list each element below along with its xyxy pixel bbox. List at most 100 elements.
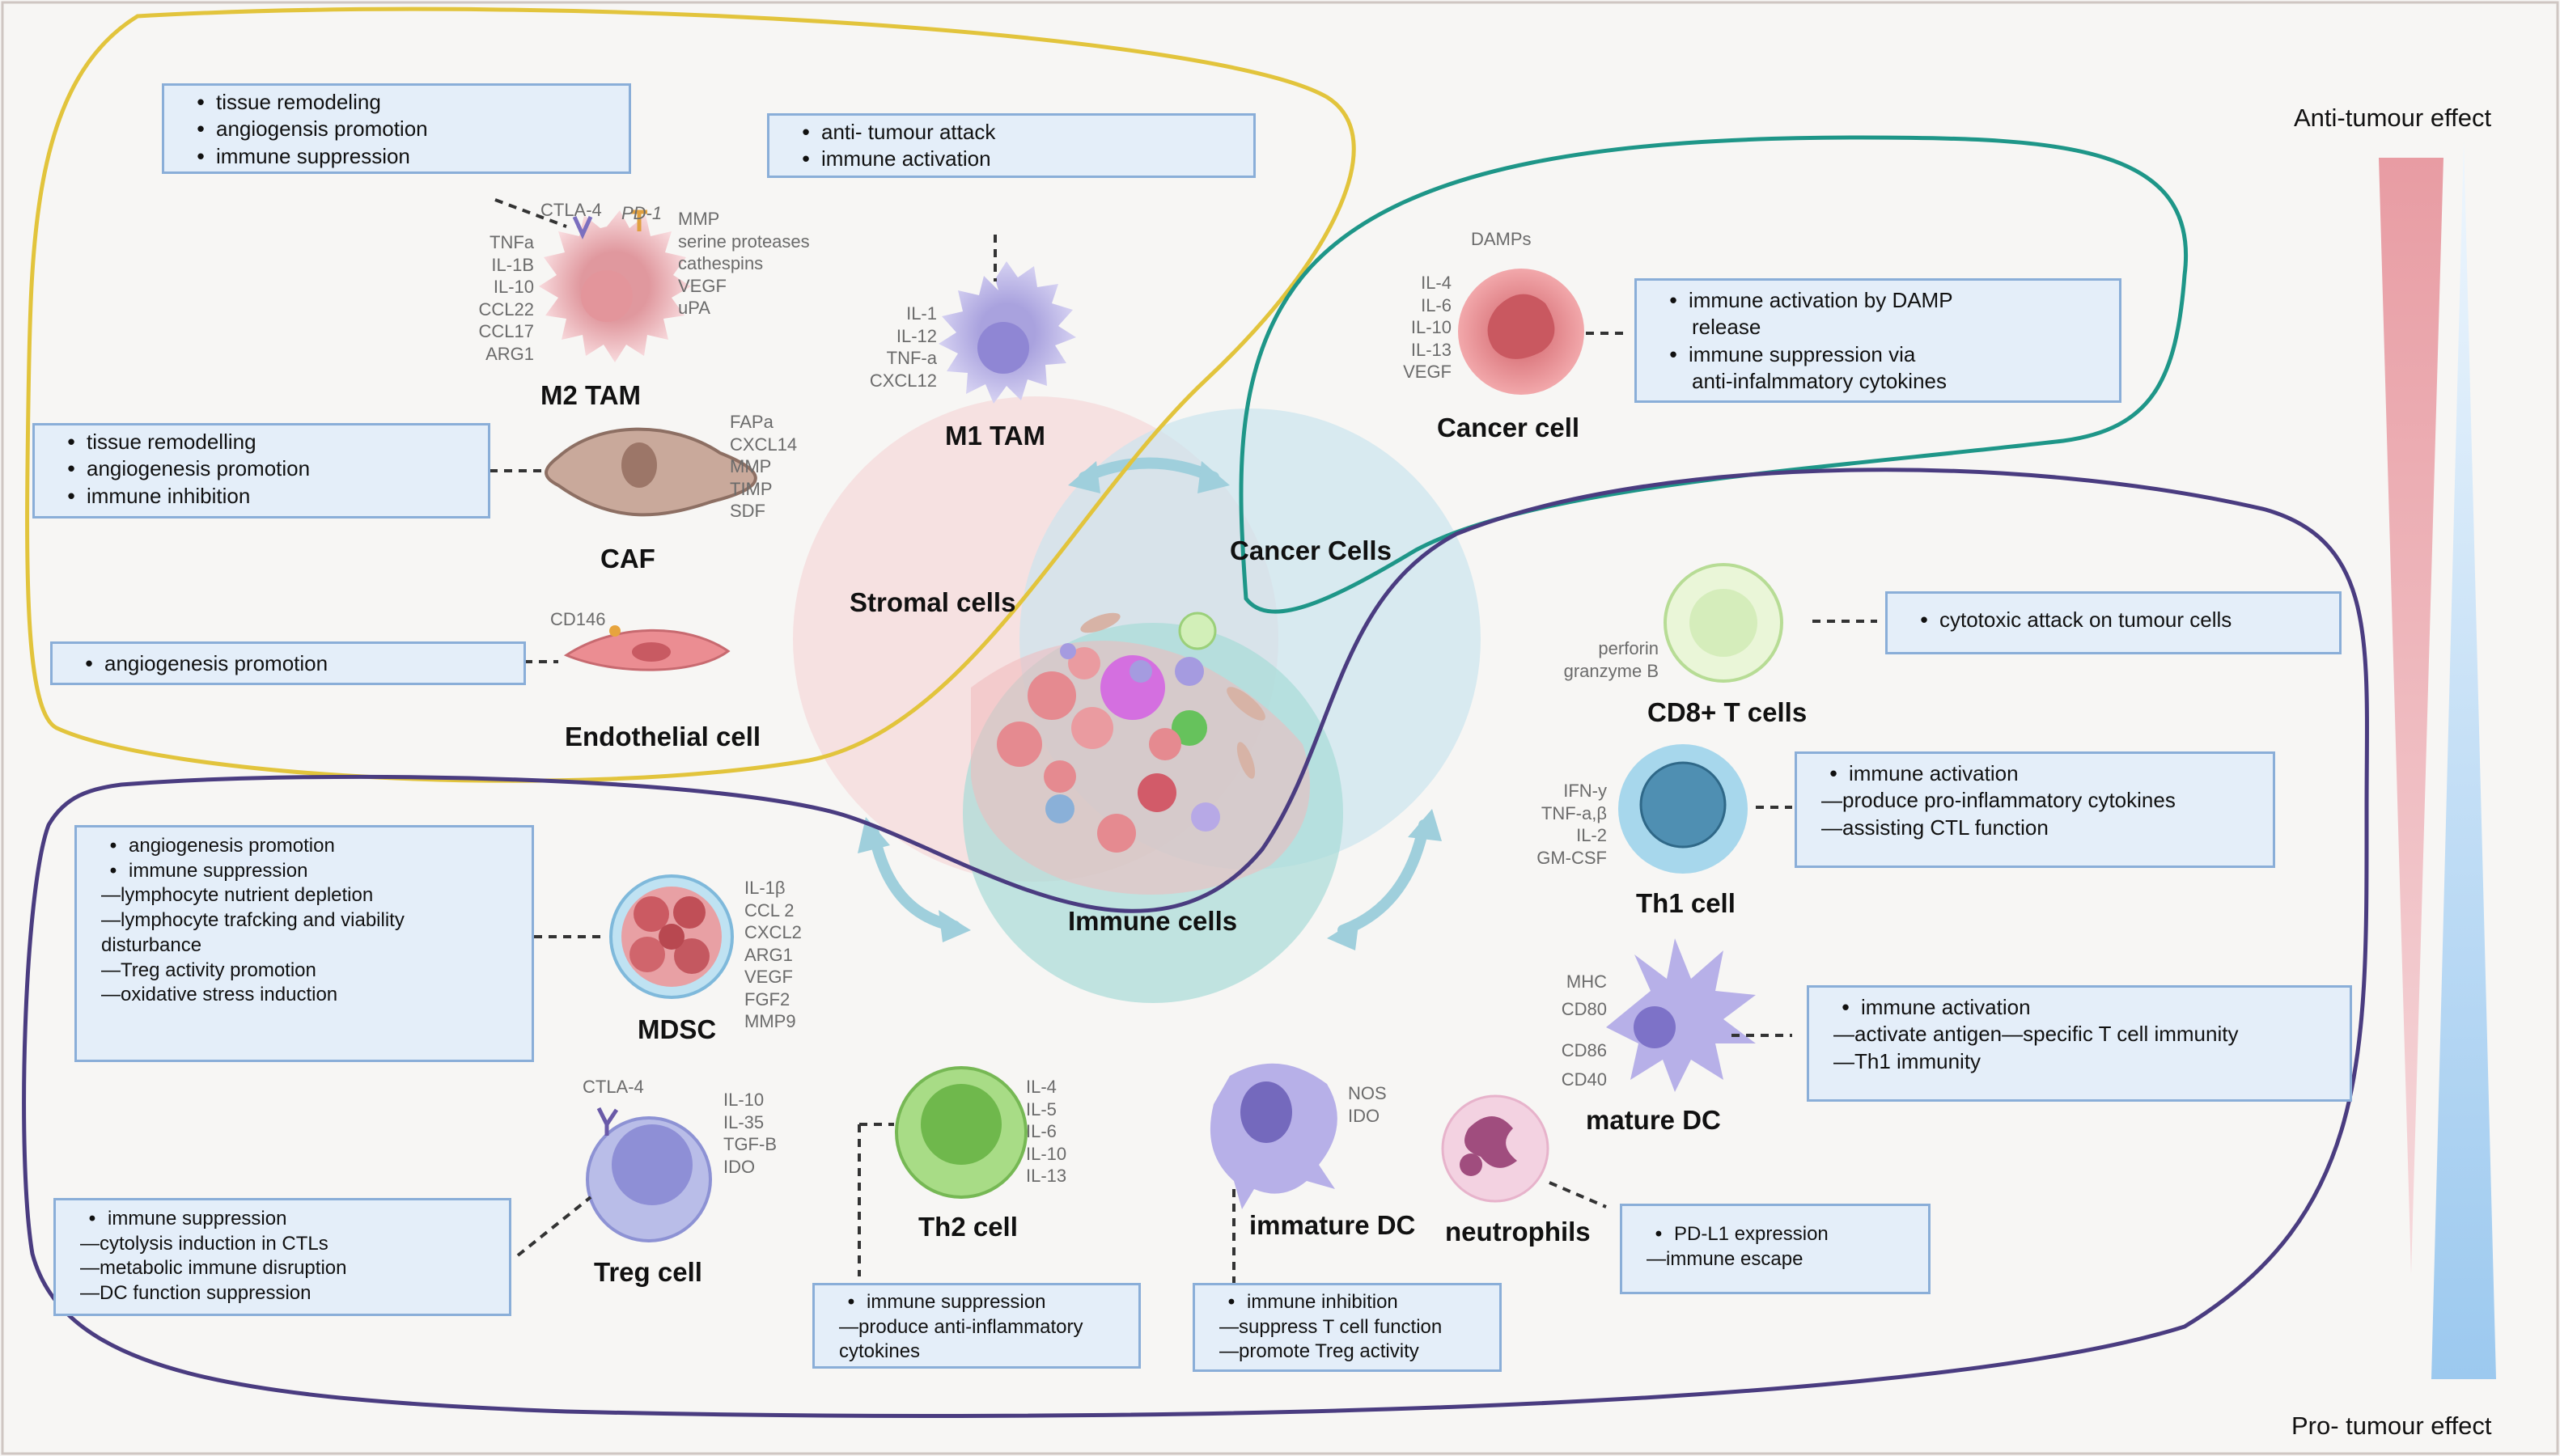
treg-cell-label: Treg cell [594,1257,702,1287]
endothelial-function-box: angiogenesis promotion [50,641,526,685]
mature-dc-markers: MHC CD80 CD86 CD40 [1561,971,1607,1090]
endothelial-cell-label: Endothelial cell [565,722,761,751]
mdsc-function-box: angiogenesis promotion immune suppressio… [74,825,534,1062]
th1-function-item: produce pro-inflammatory cytokines [1818,787,2252,814]
th2-function-box: immune suppression produce anti-inflamma… [812,1283,1141,1369]
m1-tam-icon [939,261,1076,404]
m2-tam-function-box: tissue remodeling angiogensis promotion … [162,83,631,174]
mature-dc-function-item: activate antigen—specific T cell immunit… [1830,1021,2329,1048]
anti-tumour-gradient [2379,158,2443,1274]
immature-dc-function-item: promote Treg activity [1216,1340,1478,1365]
treg-ctla4-label: CTLA-4 [583,1077,644,1097]
mature-dc-icon [1606,938,1756,1092]
immune-compartment-outline [22,468,2369,1418]
tumour-cluster-illustration [971,612,1310,895]
caf-icon [545,427,757,517]
stromal-cells-label: Stromal cells [850,587,1016,617]
caf-label: CAF [600,544,655,574]
mdsc-function-item-cont: disturbance [101,933,202,956]
cancer-function-item: immune activation by DAMP [1658,287,2098,314]
pro-tumour-effect-label: Pro- tumour effect [2291,1412,2492,1440]
m2-tam-icon [539,210,691,362]
m2-tam-label: M2 TAM [540,380,642,410]
pro-tumour-gradient [2431,142,2496,1379]
immature-dc-function-box: immune inhibition suppress T cell functi… [1193,1283,1502,1372]
mdsc-function-item: angiogenesis promotion [98,834,511,859]
treg-function-item: cytolysis induction in CTLs [77,1232,488,1257]
endothelial-icon [563,625,731,671]
mature-dc-function-box: immune activation activate antigen—speci… [1807,985,2352,1102]
neutrophils-function-item: PD-L1 expression [1643,1222,1907,1247]
th2-function-item: produce anti-inflammatory [836,1315,1117,1340]
cancer-cell-function-box: immune activation by DAMP release immune… [1634,278,2121,403]
m2-function-item: tissue remodeling [185,89,608,116]
caf-function-box: tissue remodelling angiogenesis promotio… [32,423,490,518]
cd8-t-cell-icon [1664,563,1783,683]
anti-tumour-effect-label: Anti-tumour effect [2294,104,2492,132]
mdsc-function-item: immune suppression [98,859,511,884]
th2-function-item-cont: cytokines [839,1340,921,1363]
cancer-function-item-cont: anti-infalmmatory cytokines [1692,368,1947,393]
mature-dc-function-item: immune activation [1830,994,2329,1021]
neutrophil-icon [1441,1094,1549,1203]
m2-function-item: angiogensis promotion [185,116,608,142]
th2-connector [858,1123,894,1276]
mature-dc-function-item: Th1 immunity [1830,1048,2329,1075]
cancer-cell-label: Cancer cell [1437,413,1580,442]
treg-function-item: metabolic immune disruption [77,1256,488,1281]
mdsc-label: MDSC [638,1014,717,1044]
mdsc-function-item: lymphocyte nutrient depletion [98,883,511,908]
neutrophils-function-box: PD-L1 expression immune escape [1620,1204,1931,1294]
caf-function-item: immune inhibition [56,483,467,510]
th1-cell-label: Th1 cell [1636,888,1736,918]
mdsc-function-item: oxidative stress induction [98,983,511,1008]
treg-function-item: DC function suppression [77,1281,488,1306]
cancer-cells-label: Cancer Cells [1230,535,1392,565]
treg-icon [586,1107,712,1242]
cd8-function-item: cytotoxic attack on tumour cells [1909,607,2318,633]
m1-function-item: immune activation [790,146,1232,172]
m1-tam-function-box: anti- tumour attack immune activation [767,113,1256,178]
immature-dc-function-item: suppress T cell function [1216,1315,1478,1340]
mdsc-function-item: lymphocyte trafcking and viability [98,908,511,933]
treg-function-box: immune suppression cytolysis induction i… [53,1198,511,1316]
cancer-cell-icon [1458,269,1584,395]
stromal-compartment-outline [25,6,1356,783]
treg-function-item: immune suppression [77,1207,488,1232]
caf-function-item: tissue remodelling [56,429,467,455]
immature-dc-icon [1210,1063,1337,1209]
m2-function-item: immune suppression [185,143,608,170]
cd146-label: CD146 [550,609,606,629]
immature-dc-label: immature DC [1249,1210,1416,1240]
mature-dc-label: mature DC [1586,1105,1721,1135]
mdsc-function-item: Treg activity promotion [98,959,511,984]
th1-cell-icon [1618,744,1748,874]
cancer-function-item-cont: release [1692,315,1761,340]
mdsc-icon [609,874,734,999]
th1-function-box: immune activation produce pro-inflammato… [1795,751,2275,868]
m2-connector [494,198,567,228]
th1-function-item: immune activation [1818,760,2252,787]
neutrophils-label: neutrophils [1445,1217,1591,1246]
m1-function-item: anti- tumour attack [790,119,1232,146]
cd8-function-box: cytotoxic attack on tumour cells [1885,591,2342,654]
th2-cell-label: Th2 cell [918,1212,1018,1242]
immature-dc-function-item: immune inhibition [1216,1290,1478,1315]
damps-label: DAMPs [1471,229,1532,249]
endothelial-function-item: angiogenesis promotion [74,650,502,677]
caf-function-item: angiogenesis promotion [56,455,467,482]
treg-connector [516,1196,592,1257]
